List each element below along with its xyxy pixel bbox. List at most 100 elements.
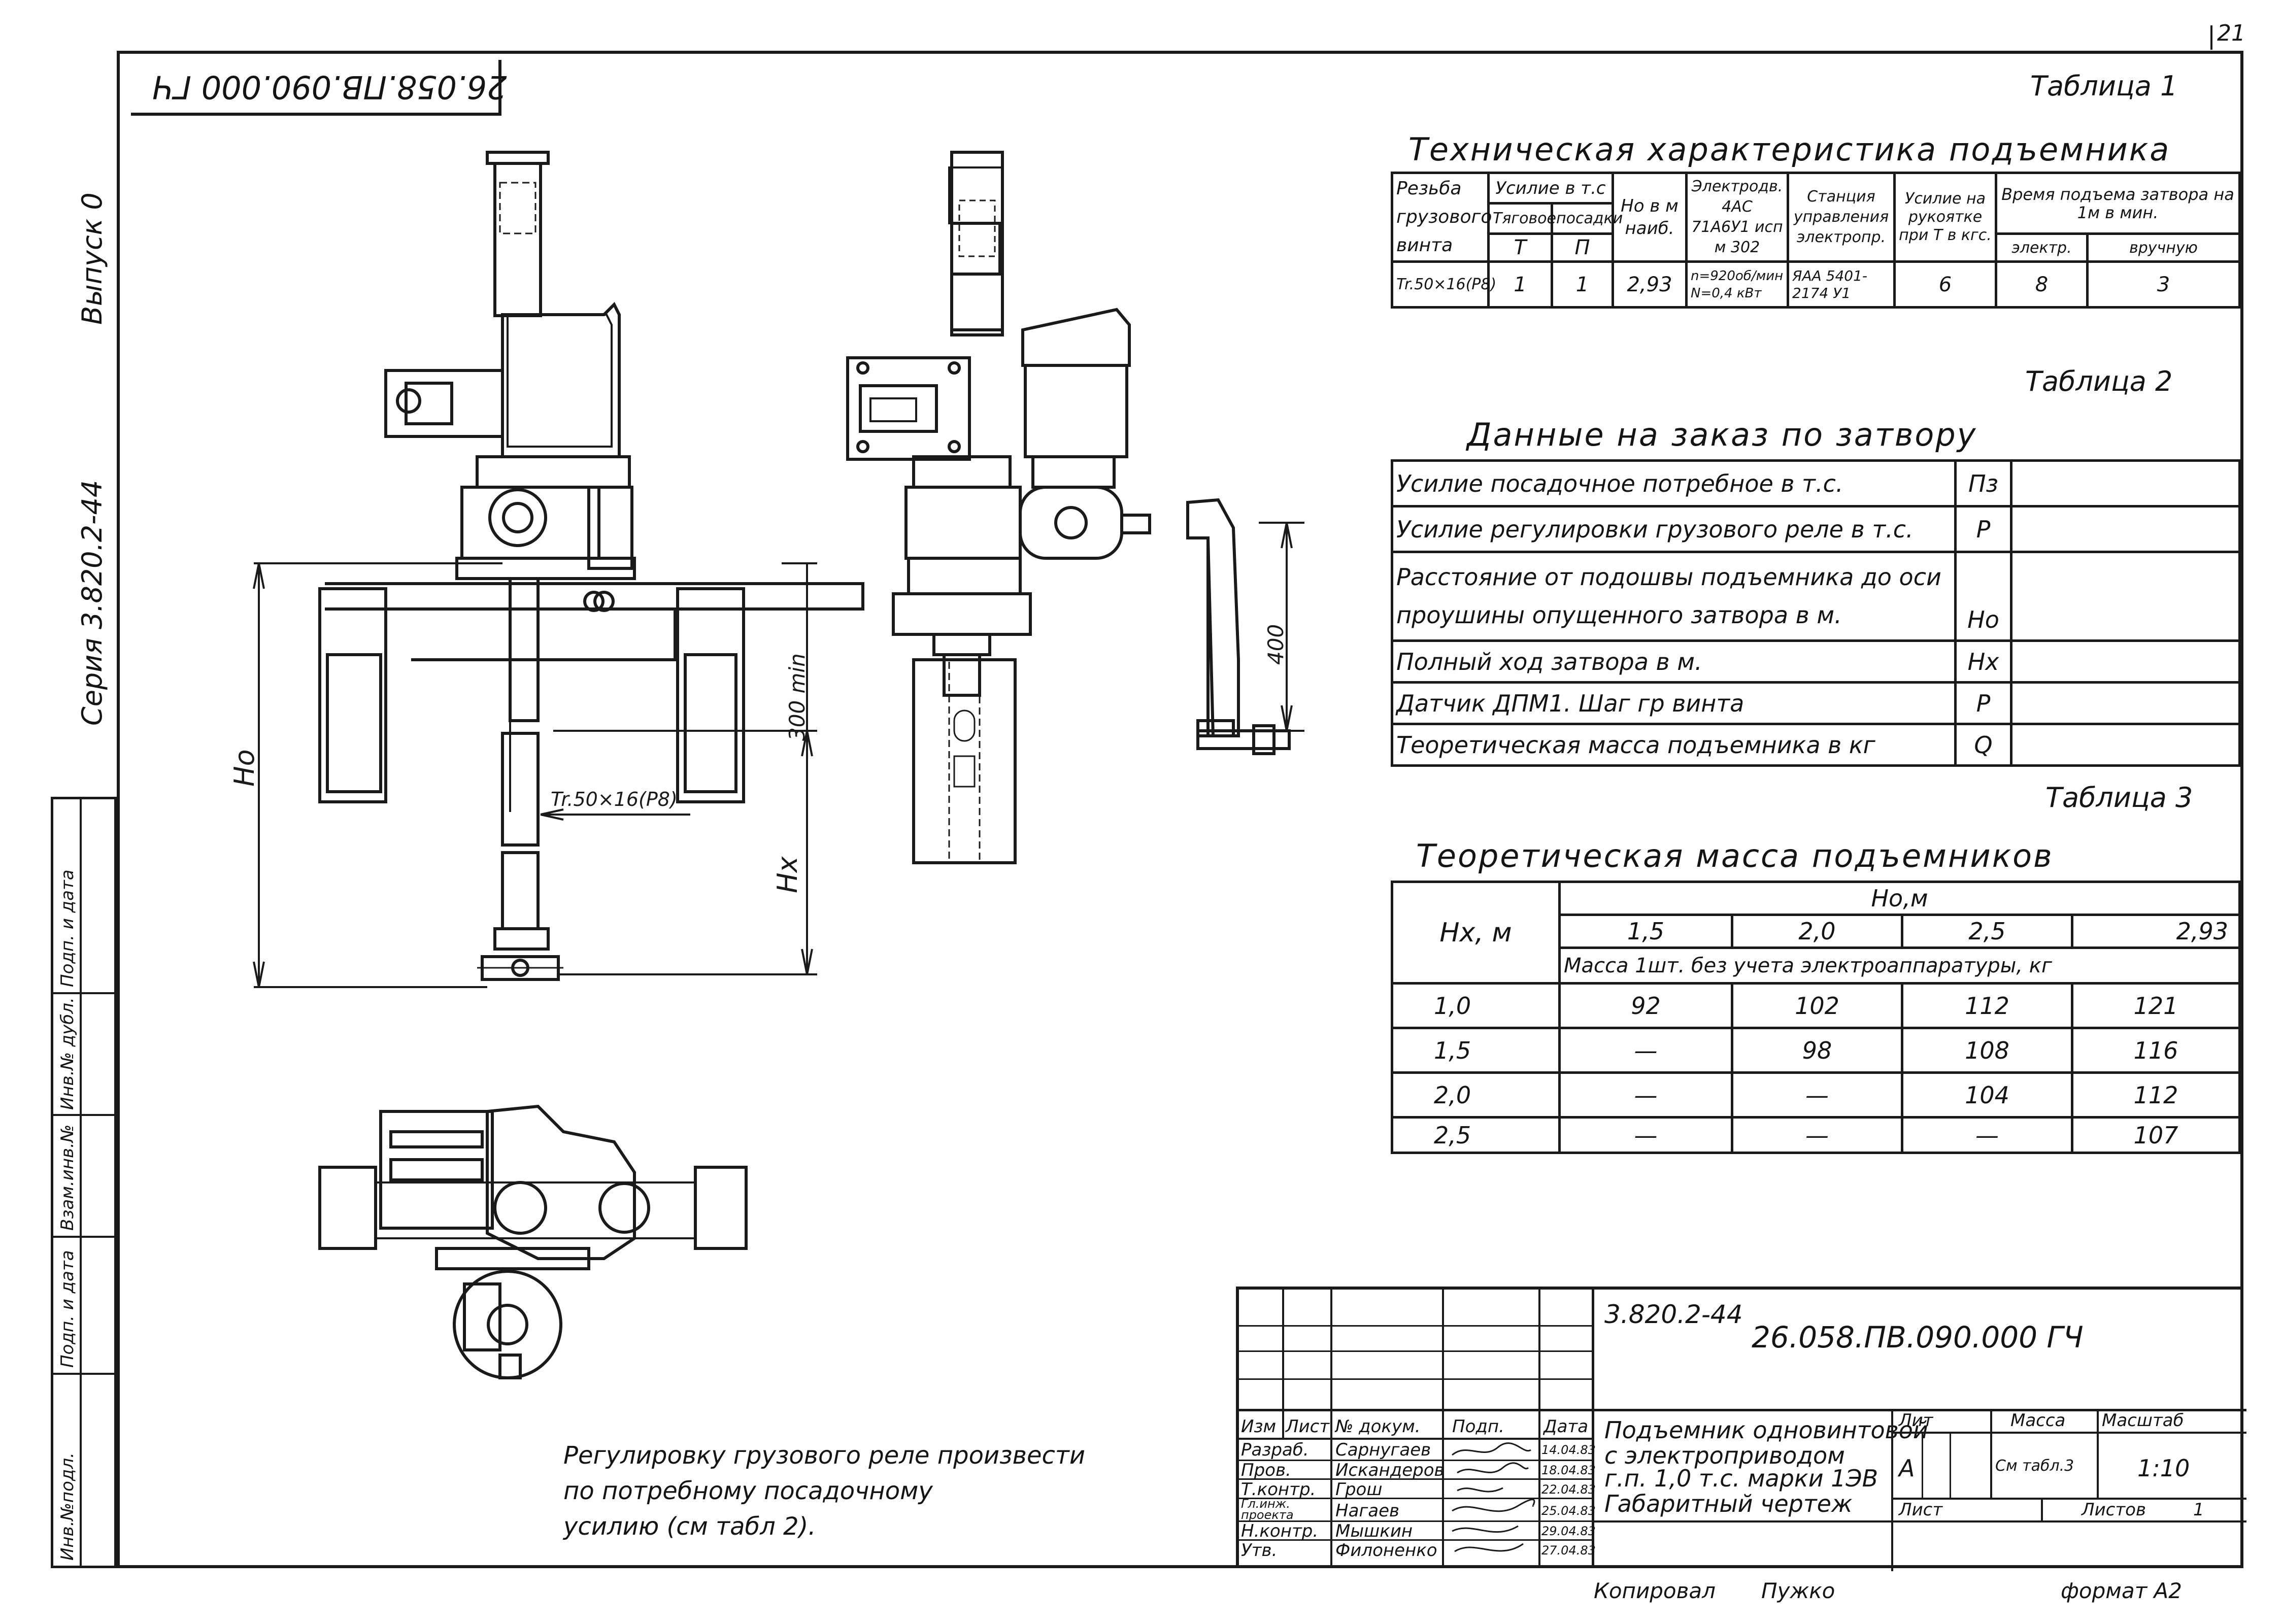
- t1-head-station: Станция управления электропр.: [1787, 172, 1896, 263]
- dim-hx-label: Нх: [771, 856, 803, 893]
- tb-code: 26.058.ПВ.090.000 ГЧ: [1752, 1320, 2084, 1355]
- t3-cell: 116: [2071, 1027, 2241, 1074]
- t1-rezba: Tr.50×16(P8): [1391, 260, 1496, 309]
- t3-ho-value: 2,0: [1731, 913, 1903, 949]
- table3-theoretical-mass: Нх, м Но,м 1,5 2,0 2,5 2,93 Масса 1шт. б…: [1391, 881, 2241, 1154]
- footer-copier: Пужко: [1761, 1578, 1835, 1603]
- t2-value: [2010, 681, 2241, 725]
- t3-cell: 112: [1901, 982, 2073, 1029]
- t3-ho-label: Но,м: [1558, 881, 2241, 916]
- t1-head-ho: Но в м наиб.: [1612, 172, 1688, 263]
- t3-cell: 102: [1731, 982, 1903, 1029]
- t3-cell: —: [1731, 1071, 1903, 1119]
- tb-date: 18.04.83: [1541, 1463, 1596, 1477]
- table1-title: Техническая характеристика подъемника: [1408, 131, 2171, 168]
- t3-cell: 108: [1901, 1027, 2073, 1074]
- t1-head-rezba: Резьба грузового винта: [1391, 172, 1492, 263]
- t2-label: Теоретическая масса подъемника в кг: [1391, 723, 1957, 767]
- tb-role: Т.контр.: [1241, 1479, 1316, 1500]
- t3-cell: 104: [1901, 1071, 2073, 1119]
- t2-label: Полный ход затвора в м.: [1391, 639, 1957, 684]
- t3-cell: —: [1558, 1071, 1733, 1119]
- tb-massa: См табл.3: [1995, 1457, 2074, 1475]
- mechanical-drawing: Но Нх 300 min 400 Tr.50×16(P8): [228, 151, 1304, 1379]
- t3-hx-label: Нх, м: [1391, 881, 1561, 985]
- t1-head-time-el: электр.: [1995, 232, 2089, 263]
- tb-name: Филоненко: [1335, 1540, 1437, 1561]
- table1-tech-characteristics: Резьба грузового винта Усилие в т.с Но в…: [1391, 172, 2241, 309]
- tb-name: Искандеров: [1335, 1460, 1445, 1480]
- tb-name: Грош: [1335, 1479, 1383, 1500]
- tb-role: Пров.: [1241, 1460, 1291, 1480]
- dimension-ho: [253, 562, 502, 988]
- tb-hdr-date: Дата: [1543, 1416, 1589, 1437]
- t1-station: ЯАА 5401-2174 У1: [1787, 260, 1896, 309]
- t3-cell: 92: [1558, 982, 1733, 1029]
- t3-cell: 98: [1731, 1027, 1903, 1074]
- title-block: Изм Лист № докум. Подп. Дата Разраб. Сар…: [1236, 1287, 2246, 1571]
- t1-P: 1: [1551, 260, 1614, 309]
- t1-T: 1: [1487, 260, 1553, 309]
- dim-ho-label: Но: [228, 749, 260, 787]
- t1-time-el: 8: [1995, 260, 2089, 309]
- t3-hx: 1,5: [1391, 1027, 1561, 1074]
- tb-role: Н.контр.: [1241, 1521, 1319, 1541]
- t1-ho: 2,93: [1612, 260, 1688, 309]
- dimension-hx: [553, 562, 817, 975]
- note-line: усилию (см табл 2).: [563, 1512, 816, 1541]
- note-line: по потребному посадочному: [563, 1477, 933, 1505]
- thread-label: Tr.50×16(P8): [551, 788, 678, 810]
- tb-name-line: Подъемник одновинтовой: [1604, 1416, 1928, 1444]
- tb-name: Сарнугаев: [1335, 1440, 1431, 1460]
- tb-role: Гл.инж. проекта: [1241, 1497, 1294, 1522]
- table1-number: Таблица 1: [2030, 70, 2178, 102]
- t3-ho-value: 2,5: [1901, 913, 2073, 949]
- page-number-tick: [2210, 25, 2212, 50]
- t2-value: [2010, 505, 2241, 553]
- side-stamp-strip: Инв.№подл. Подп. и дата Взам.инв.№ Инв.№…: [51, 797, 117, 1568]
- t3-hx: 2,0: [1391, 1071, 1561, 1119]
- t1-head-electro: Электродв. 4АС 71А6У1 исп м 302: [1685, 172, 1789, 263]
- t2-label: Расстояние от подошвы подъемника до оси …: [1391, 551, 1957, 642]
- t2-sym: Нх: [1954, 639, 2012, 684]
- tb-masshtab-h: Масштаб: [2102, 1410, 2184, 1431]
- thread-leader: [540, 808, 690, 821]
- t2-label: Датчик ДПМ1. Шаг гр винта: [1391, 681, 1957, 725]
- table2-order-data: Усилие посадочное потребное в т.с. Пз Ус…: [1391, 459, 2241, 767]
- tb-date: 25.04.83: [1541, 1504, 1596, 1518]
- t3-ho-value: 1,5: [1558, 913, 1733, 949]
- t2-label: Усилие регулировки грузового реле в т.с.: [1391, 505, 1957, 553]
- tb-name-line: Габаритный чертеж: [1604, 1490, 1853, 1517]
- t1-head-T: Т: [1487, 232, 1553, 263]
- tb-massa-h: Масса: [2010, 1410, 2066, 1431]
- tb-name-line: с электроприводом: [1604, 1442, 1845, 1469]
- t3-cell: 112: [2071, 1071, 2241, 1119]
- t2-sym: Р: [1954, 505, 2012, 553]
- t3-cell: 107: [2071, 1116, 2241, 1154]
- t3-ho-value: 2,93: [2071, 913, 2241, 949]
- t2-sym: Пз: [1954, 459, 2012, 507]
- tb-hdr-podp: Подп.: [1452, 1416, 1504, 1437]
- table3-title: Теоретическая масса подъемников: [1416, 837, 2054, 874]
- t2-sym: Но: [1954, 551, 2012, 642]
- tb-name-line: г.п. 1,0 т.с. марки 1ЭВ: [1604, 1465, 1878, 1492]
- t1-head-usilie: Усилие в т.с: [1487, 172, 1614, 205]
- t1-time-hand: 3: [2086, 260, 2241, 309]
- t2-value: [2010, 723, 2241, 767]
- table2-title: Данные на заказ по затвору: [1467, 416, 1977, 453]
- front-view: [318, 151, 864, 981]
- table2-number: Таблица 2: [2025, 365, 2173, 397]
- tb-name: Нагаев: [1335, 1501, 1400, 1521]
- tb-date: 29.04.83: [1541, 1524, 1596, 1538]
- tb-role: Утв.: [1241, 1540, 1278, 1561]
- t1-head-time-hand: вручную: [2086, 232, 2241, 263]
- t3-cell: —: [1558, 1027, 1733, 1074]
- tb-lit-h: Лит: [1899, 1410, 1933, 1431]
- tb-masshtab: 1:10: [2137, 1454, 2190, 1482]
- tb-hdr-doc: № докум.: [1335, 1416, 1421, 1437]
- tb-date: 14.04.83: [1541, 1443, 1596, 1457]
- t1-ruk: 6: [1893, 260, 1997, 309]
- footer-format: формат А2: [2061, 1578, 2182, 1603]
- t3-subhead: Масса 1шт. без учета электроаппаратуры, …: [1558, 946, 2241, 985]
- tb-date: 22.04.83: [1541, 1482, 1596, 1497]
